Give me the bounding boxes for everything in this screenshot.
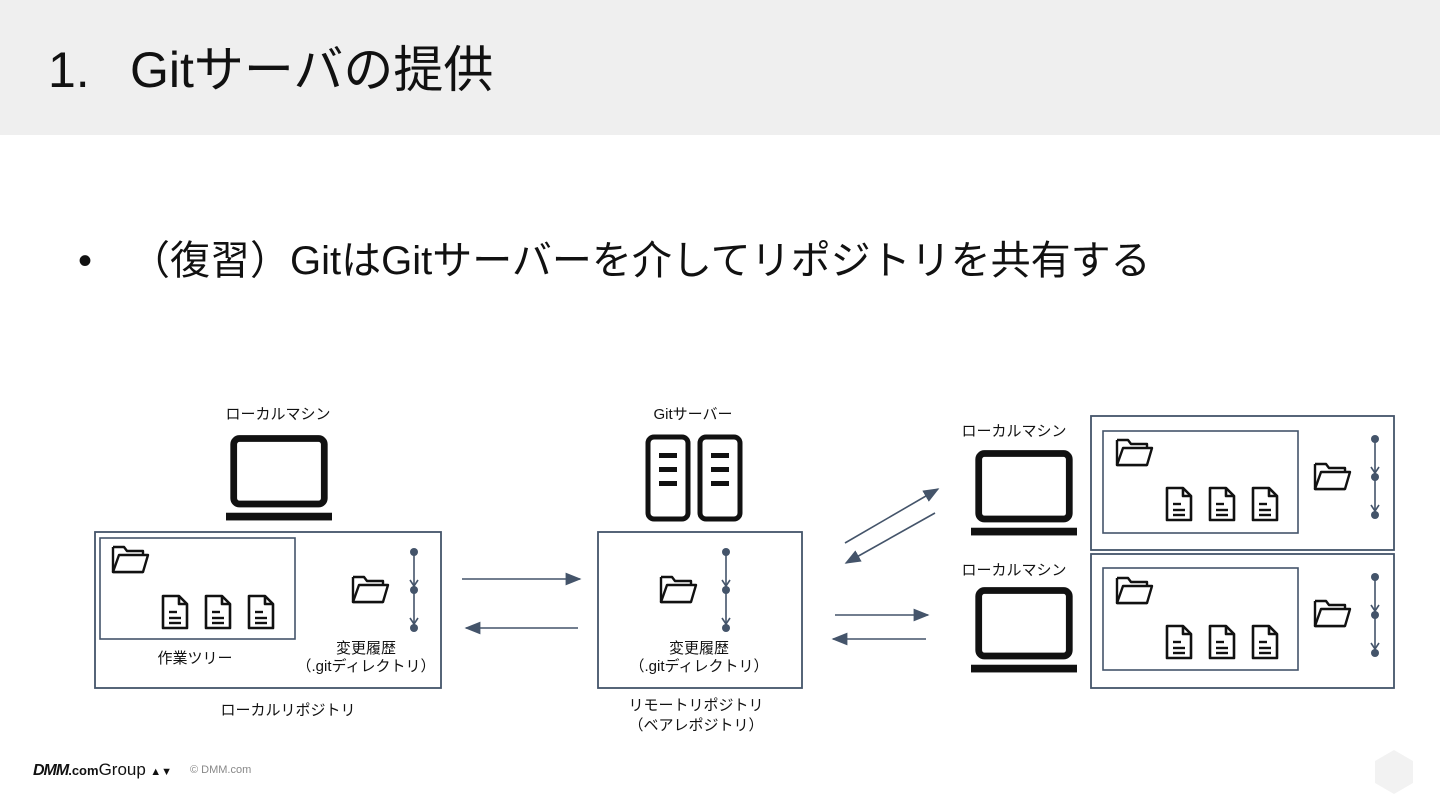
- slide-title: 1. Gitサーバの提供: [48, 40, 493, 100]
- git-folder-icon: [659, 575, 698, 604]
- history-sublabel: （.gitディレクトリ）: [296, 658, 436, 675]
- commit-history-icon: [409, 547, 419, 633]
- server-icon: [645, 434, 743, 522]
- work-tree-box: [1102, 430, 1299, 534]
- local-repo-box: [94, 531, 442, 689]
- work-tree-box: [1102, 567, 1299, 671]
- file-icon: [204, 594, 232, 630]
- commit-history-icon: [1370, 572, 1380, 658]
- folder-icon: [1115, 576, 1154, 605]
- commit-history-icon: [721, 547, 731, 633]
- local-repo-box: [1090, 415, 1395, 551]
- bullet-dot: •: [78, 239, 93, 283]
- file-icon: [1165, 486, 1193, 522]
- folder-icon: [111, 545, 150, 574]
- file-icon: [1208, 624, 1236, 660]
- folder-icon: [1115, 438, 1154, 467]
- slide-number: 1.: [48, 42, 90, 98]
- local-machine-label: ローカルマシン: [961, 562, 1067, 579]
- remote-repo-box: [597, 531, 803, 689]
- file-icon: [1251, 486, 1279, 522]
- remote-repo-sublabel: （ベアレポジトリ）: [628, 717, 764, 734]
- logo-mark-icon: ▲▼: [150, 766, 173, 778]
- commit-history-icon: [1370, 434, 1380, 520]
- work-tree-box: [99, 537, 296, 640]
- laptop-icon: [971, 454, 1077, 536]
- file-icon: [247, 594, 275, 630]
- git-folder-icon: [1313, 599, 1352, 628]
- slide-title-text: Gitサーバの提供: [130, 42, 494, 98]
- laptop-icon: [226, 439, 332, 521]
- laptop-icon: [971, 591, 1077, 673]
- local-machine-label: ローカルマシン: [225, 406, 331, 423]
- bullet-item: • （復習）GitはGitサーバーを介してリポジトリを共有する: [78, 236, 1151, 286]
- file-icon: [1165, 624, 1193, 660]
- file-icon: [1208, 486, 1236, 522]
- copyright: © DMM.com: [190, 764, 252, 776]
- local-machine-label: ローカルマシン: [961, 423, 1067, 440]
- history-sublabel: （.gitディレクトリ）: [629, 658, 769, 675]
- file-icon: [161, 594, 189, 630]
- history-label: 変更履歴: [668, 640, 729, 657]
- dmm-group-logo: DMM.comGroup ▲▼: [33, 760, 173, 779]
- title-bar: [0, 0, 1440, 135]
- remote-repo-label: リモートリポジトリ: [628, 697, 764, 714]
- hexagon-icon: [1375, 750, 1413, 794]
- history-label: 変更履歴: [335, 640, 396, 657]
- local-repo-box: [1090, 553, 1395, 689]
- file-icon: [1251, 624, 1279, 660]
- git-server-label: Gitサーバー: [653, 406, 733, 423]
- work-tree-label: 作業ツリー: [157, 650, 233, 667]
- git-folder-icon: [1313, 462, 1352, 491]
- local-repo-label: ローカルリポジトリ: [220, 702, 356, 719]
- push-arrow: [844, 488, 940, 544]
- git-folder-icon: [351, 575, 390, 604]
- pull-arrow: [844, 512, 936, 564]
- bullet-text: （復習）GitはGitサーバーを介してリポジトリを共有する: [130, 239, 1151, 283]
